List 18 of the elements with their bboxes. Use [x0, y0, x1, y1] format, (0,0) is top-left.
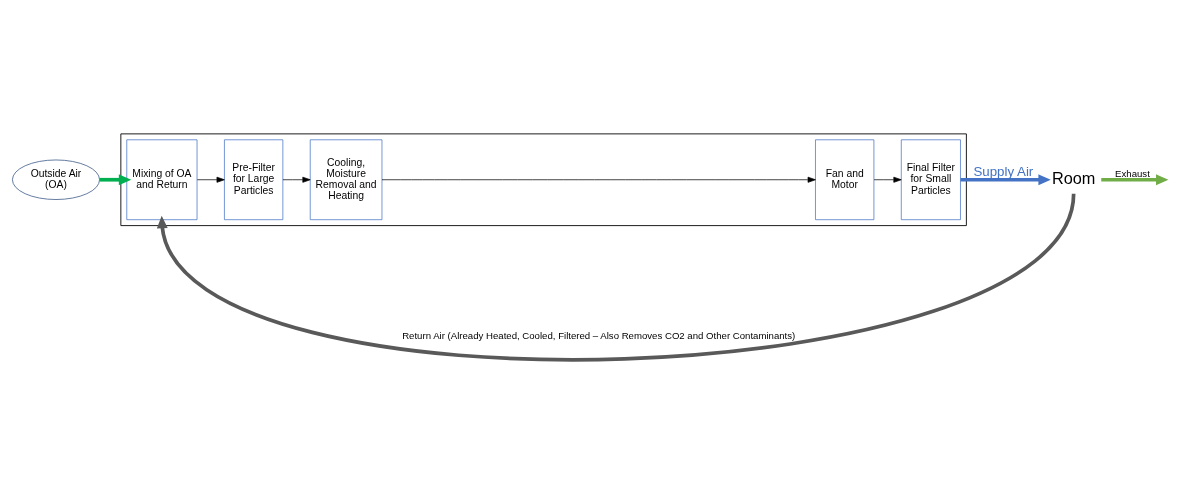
arrow [873, 176, 902, 183]
edge-label: Return Air (Already Heated, Cooled, Filtered – Also Removes CO2 and Other Contaminants) [402, 329, 796, 341]
arrow [381, 176, 816, 183]
node-text: Room [1051, 168, 1096, 187]
arrow [196, 176, 225, 183]
edge-label: Supply Air [973, 163, 1034, 179]
node-box: Cooling, Moisture Removal and Heating [309, 138, 383, 220]
node-ellipse: Outside Air (OA) [12, 159, 100, 200]
arrow [960, 173, 1051, 185]
edge-label: Exhaust [1115, 167, 1150, 179]
node-box: Final Filter for Small Particles [900, 138, 961, 220]
arrow [282, 176, 311, 183]
arrow [1101, 173, 1169, 185]
arrow [99, 173, 132, 185]
node-box: Pre-Filter for Large Particles [224, 138, 284, 220]
node-box: Mixing of OA and Return [126, 138, 198, 220]
node-box: Fan and Motor [815, 138, 875, 220]
arrow [156, 192, 1076, 361]
